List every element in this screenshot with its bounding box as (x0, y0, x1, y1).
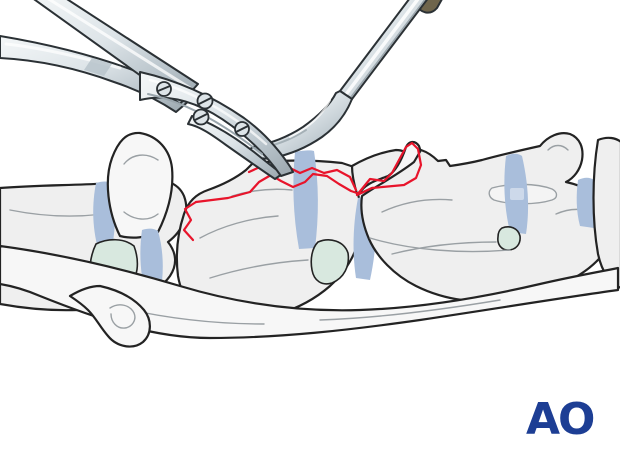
cartilage-right (497, 226, 521, 251)
bone-right (360, 132, 616, 303)
elevator-blade-highlight (289, 99, 331, 138)
cartilage-central (310, 239, 350, 285)
reduction-forceps (0, 0, 294, 180)
elevator-instrument (248, 0, 443, 160)
forceps-rivets (156, 81, 250, 137)
skeleton (0, 131, 620, 348)
fracture-line-dorsal-lower (194, 172, 359, 204)
bone-far-right-edge (592, 136, 620, 289)
forceps-handle-upper-highlight (47, 0, 192, 90)
elevator-shaft-highlight (345, 0, 420, 95)
bone-condyle-hook (68, 284, 151, 348)
forceps-handle-facet (84, 58, 112, 76)
ligament-band-3 (293, 150, 318, 249)
rivet-2-slot (198, 97, 212, 105)
ligament-band-6 (576, 177, 597, 228)
process-contour-lines (123, 154, 159, 220)
bone-contour-lines-right (381, 144, 597, 255)
ligament-overlap-patch (510, 188, 524, 200)
bone-dorsal-process-left (106, 131, 174, 239)
elevator-shaft-shade (350, 0, 426, 98)
rivet-4-slot (235, 125, 249, 133)
fracture-line-wedge-fragment (355, 141, 423, 197)
rivet-3-slot (194, 113, 208, 121)
rivet-1-slot (157, 85, 171, 92)
forceps-lower-jaw (187, 115, 283, 180)
condyle-curl-line (109, 304, 136, 329)
fracture-line-left-branch (182, 200, 198, 242)
ao-logo: AO (526, 394, 594, 445)
